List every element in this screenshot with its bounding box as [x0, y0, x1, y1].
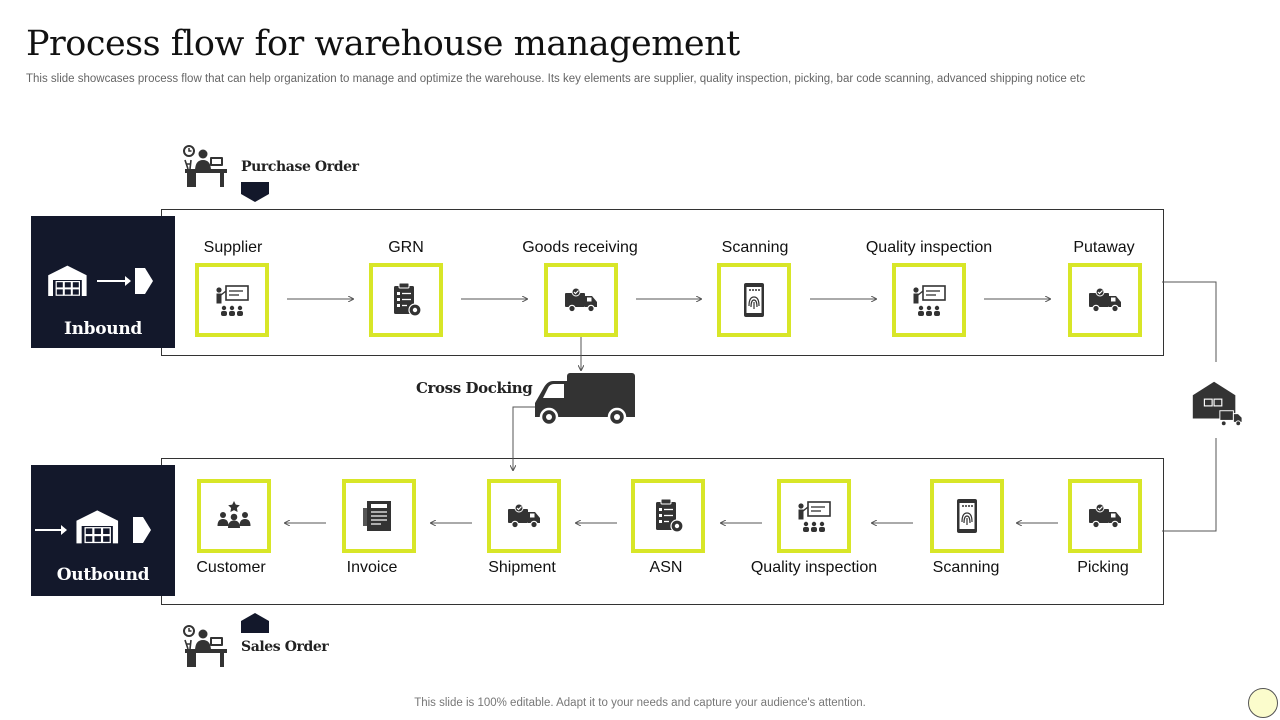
scanning-icon-box	[930, 479, 1004, 553]
step-scanning: Scanning	[668, 239, 842, 257]
scanning-icon-box	[717, 263, 791, 337]
quality-inspection-icon-box	[892, 263, 966, 337]
step-scanning: Scanning	[879, 559, 1053, 577]
step-supplier: Supplier	[146, 239, 320, 257]
step-label: Goods receiving	[522, 239, 638, 256]
delivery-truck-icon	[504, 496, 544, 536]
chevron-right-icon	[133, 517, 151, 543]
putaway-icon-box	[1068, 263, 1142, 337]
step-label: Supplier	[203, 239, 263, 256]
step-label: Invoice	[346, 559, 398, 576]
warehouse-truck-icon	[1187, 376, 1245, 430]
invoice-icon	[359, 496, 399, 536]
goods-receiving-icon-box	[544, 263, 618, 337]
step-goods-receiving: Goods receiving	[493, 239, 667, 257]
page-subtitle: This slide showcases process flow that c…	[26, 73, 1086, 85]
purchase-order-label: Purchase Order	[241, 159, 359, 175]
step-customer: Customer	[144, 559, 318, 577]
quality-inspection-icon-box	[777, 479, 851, 553]
sales-order-label: Sales Order	[241, 639, 329, 655]
step-picking: Picking	[1016, 559, 1190, 577]
chevron-up-icon	[241, 613, 269, 633]
desk-person-icon	[182, 143, 230, 191]
delivery-truck-icon	[1085, 496, 1125, 536]
step-quality-inspection: Quality inspection	[727, 559, 901, 577]
step-putaway: Putaway	[1017, 239, 1191, 257]
step-shipment: Shipment	[435, 559, 609, 577]
outbound-card: Outbound	[31, 465, 175, 596]
arrow-right-icon	[97, 268, 153, 294]
step-invoice: Invoice	[285, 559, 459, 577]
asn-icon-box	[631, 479, 705, 553]
clipboard-gear-icon	[648, 496, 688, 536]
picking-icon-box	[1068, 479, 1142, 553]
step-label: Quality inspection	[865, 239, 993, 256]
customers-icon	[214, 496, 254, 536]
shipment-icon-box	[487, 479, 561, 553]
grn-icon-box	[369, 263, 443, 337]
customer-icon-box	[197, 479, 271, 553]
inbound-label: Inbound	[63, 319, 143, 339]
clipboard-gear-icon	[386, 280, 426, 320]
step-label: Shipment	[488, 559, 556, 576]
invoice-icon-box	[342, 479, 416, 553]
step-asn: ASN	[579, 559, 753, 577]
outbound-label: Outbound	[56, 565, 150, 585]
step-label: Quality inspection	[750, 559, 878, 576]
slide-badge[interactable]	[1248, 688, 1278, 718]
delivery-truck-icon	[561, 280, 601, 320]
step-label: Scanning	[721, 239, 789, 256]
delivery-truck-icon	[1085, 280, 1125, 320]
fingerprint-phone-icon	[734, 280, 774, 320]
fingerprint-phone-icon	[947, 496, 987, 536]
cross-docking-label: Cross Docking	[416, 379, 533, 397]
warehouse-icon	[45, 260, 93, 300]
inbound-flow-box	[161, 209, 1164, 356]
step-label: Customer	[196, 559, 266, 576]
step-grn: GRN	[319, 239, 493, 257]
presentation-icon	[794, 496, 834, 536]
page-title: Process flow for warehouse management	[26, 24, 740, 64]
supplier-icon-box	[195, 263, 269, 337]
presentation-icon	[212, 280, 252, 320]
presentation-icon	[909, 280, 949, 320]
step-label: Picking	[1077, 559, 1129, 576]
chevron-down-icon	[241, 182, 269, 202]
step-label: Putaway	[1073, 239, 1135, 256]
step-label: ASN	[649, 559, 683, 576]
warehouse-icon	[73, 505, 125, 547]
step-label: Scanning	[932, 559, 1000, 576]
van-icon	[533, 371, 637, 429]
footer-note: This slide is 100% editable. Adapt it to…	[414, 697, 866, 709]
inbound-card: Inbound	[31, 216, 175, 348]
step-quality-inspection: Quality inspection	[842, 239, 1016, 257]
desk-person-icon	[182, 623, 230, 671]
step-label: GRN	[388, 239, 424, 256]
arrow-right-icon	[35, 525, 67, 535]
